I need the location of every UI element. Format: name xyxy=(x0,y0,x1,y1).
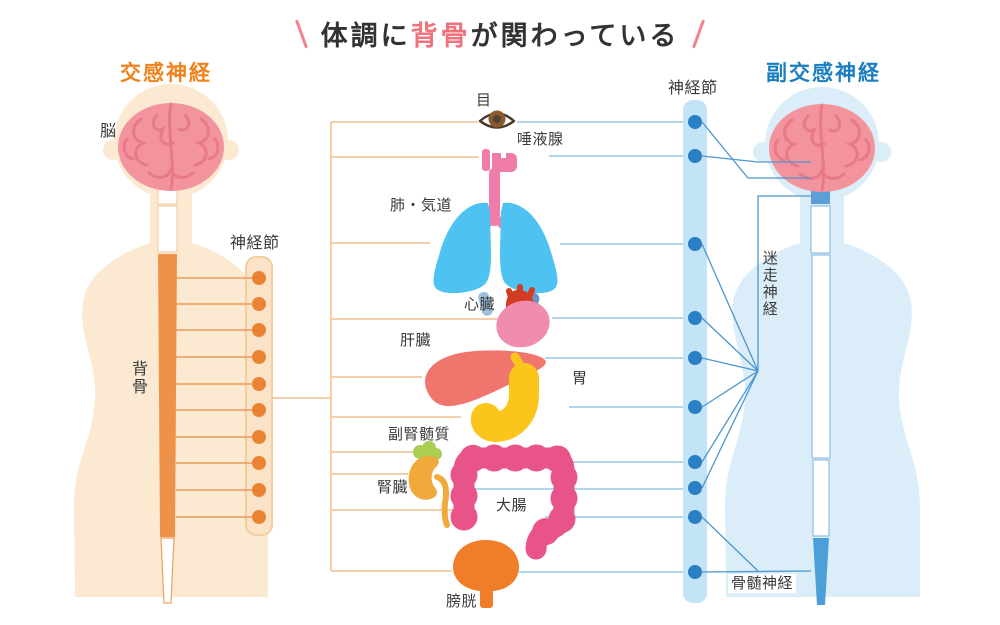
label-bladder: 膀胱 xyxy=(446,592,478,610)
lungs-icon xyxy=(433,168,558,294)
label-adrenal-medulla: 副腎髄質 xyxy=(388,425,451,443)
label-salivary-gland: 唾液腺 xyxy=(517,130,564,148)
stomach-icon xyxy=(470,352,539,443)
brain-icon-right xyxy=(767,102,877,194)
label-large-intestine: 大腸 xyxy=(496,496,528,514)
kidney-icon xyxy=(408,456,450,528)
vagus-nerve-lines xyxy=(701,121,812,573)
title-text: 体調に背骨が関わっている xyxy=(321,14,680,53)
label-liver: 肝臓 xyxy=(400,331,432,349)
sympathetic-organ-lines xyxy=(330,121,502,572)
label-ganglion-left: 神経節 xyxy=(230,233,280,252)
label-lungs-airway: 肺・気道 xyxy=(390,196,453,214)
eye-icon xyxy=(478,110,516,129)
label-brain: 脳 xyxy=(100,121,117,140)
right-ganglion-dots xyxy=(688,115,702,579)
left-ganglion-dots xyxy=(252,271,266,524)
title-highlight: 背骨 xyxy=(410,21,471,52)
page-title: 体調に背骨が関わっている xyxy=(0,14,1000,53)
label-spine: 背骨 xyxy=(129,360,148,396)
adrenal-icon xyxy=(413,441,442,465)
salivary-gland-icon xyxy=(482,149,517,172)
left-spine xyxy=(157,147,178,604)
colon-icon xyxy=(450,444,578,563)
label-ganglion-right: 神経節 xyxy=(668,78,718,97)
label-eye: 目 xyxy=(476,91,492,109)
title-slash-left-icon xyxy=(294,18,308,49)
label-vagus-nerve: 迷走神経 xyxy=(760,250,779,318)
left-spine-to-ganglion-lines xyxy=(176,277,252,518)
label-sympathetic-nerve: 交感神経 xyxy=(120,61,212,85)
label-heart: 心臓 xyxy=(464,295,496,313)
title-prefix: 体調に xyxy=(320,21,411,52)
heart-icon xyxy=(478,284,550,348)
title-suffix: が関わっている xyxy=(470,21,680,52)
label-parasympathetic-nerve: 副交感神経 xyxy=(766,61,881,85)
title-slash-right-icon xyxy=(692,18,706,49)
label-spinal-nerve: 骨髄神経 xyxy=(728,574,797,593)
label-kidney: 腎臓 xyxy=(377,478,409,496)
brain-icon xyxy=(116,101,226,193)
label-stomach: 胃 xyxy=(572,369,588,387)
bladder-icon xyxy=(453,540,519,608)
